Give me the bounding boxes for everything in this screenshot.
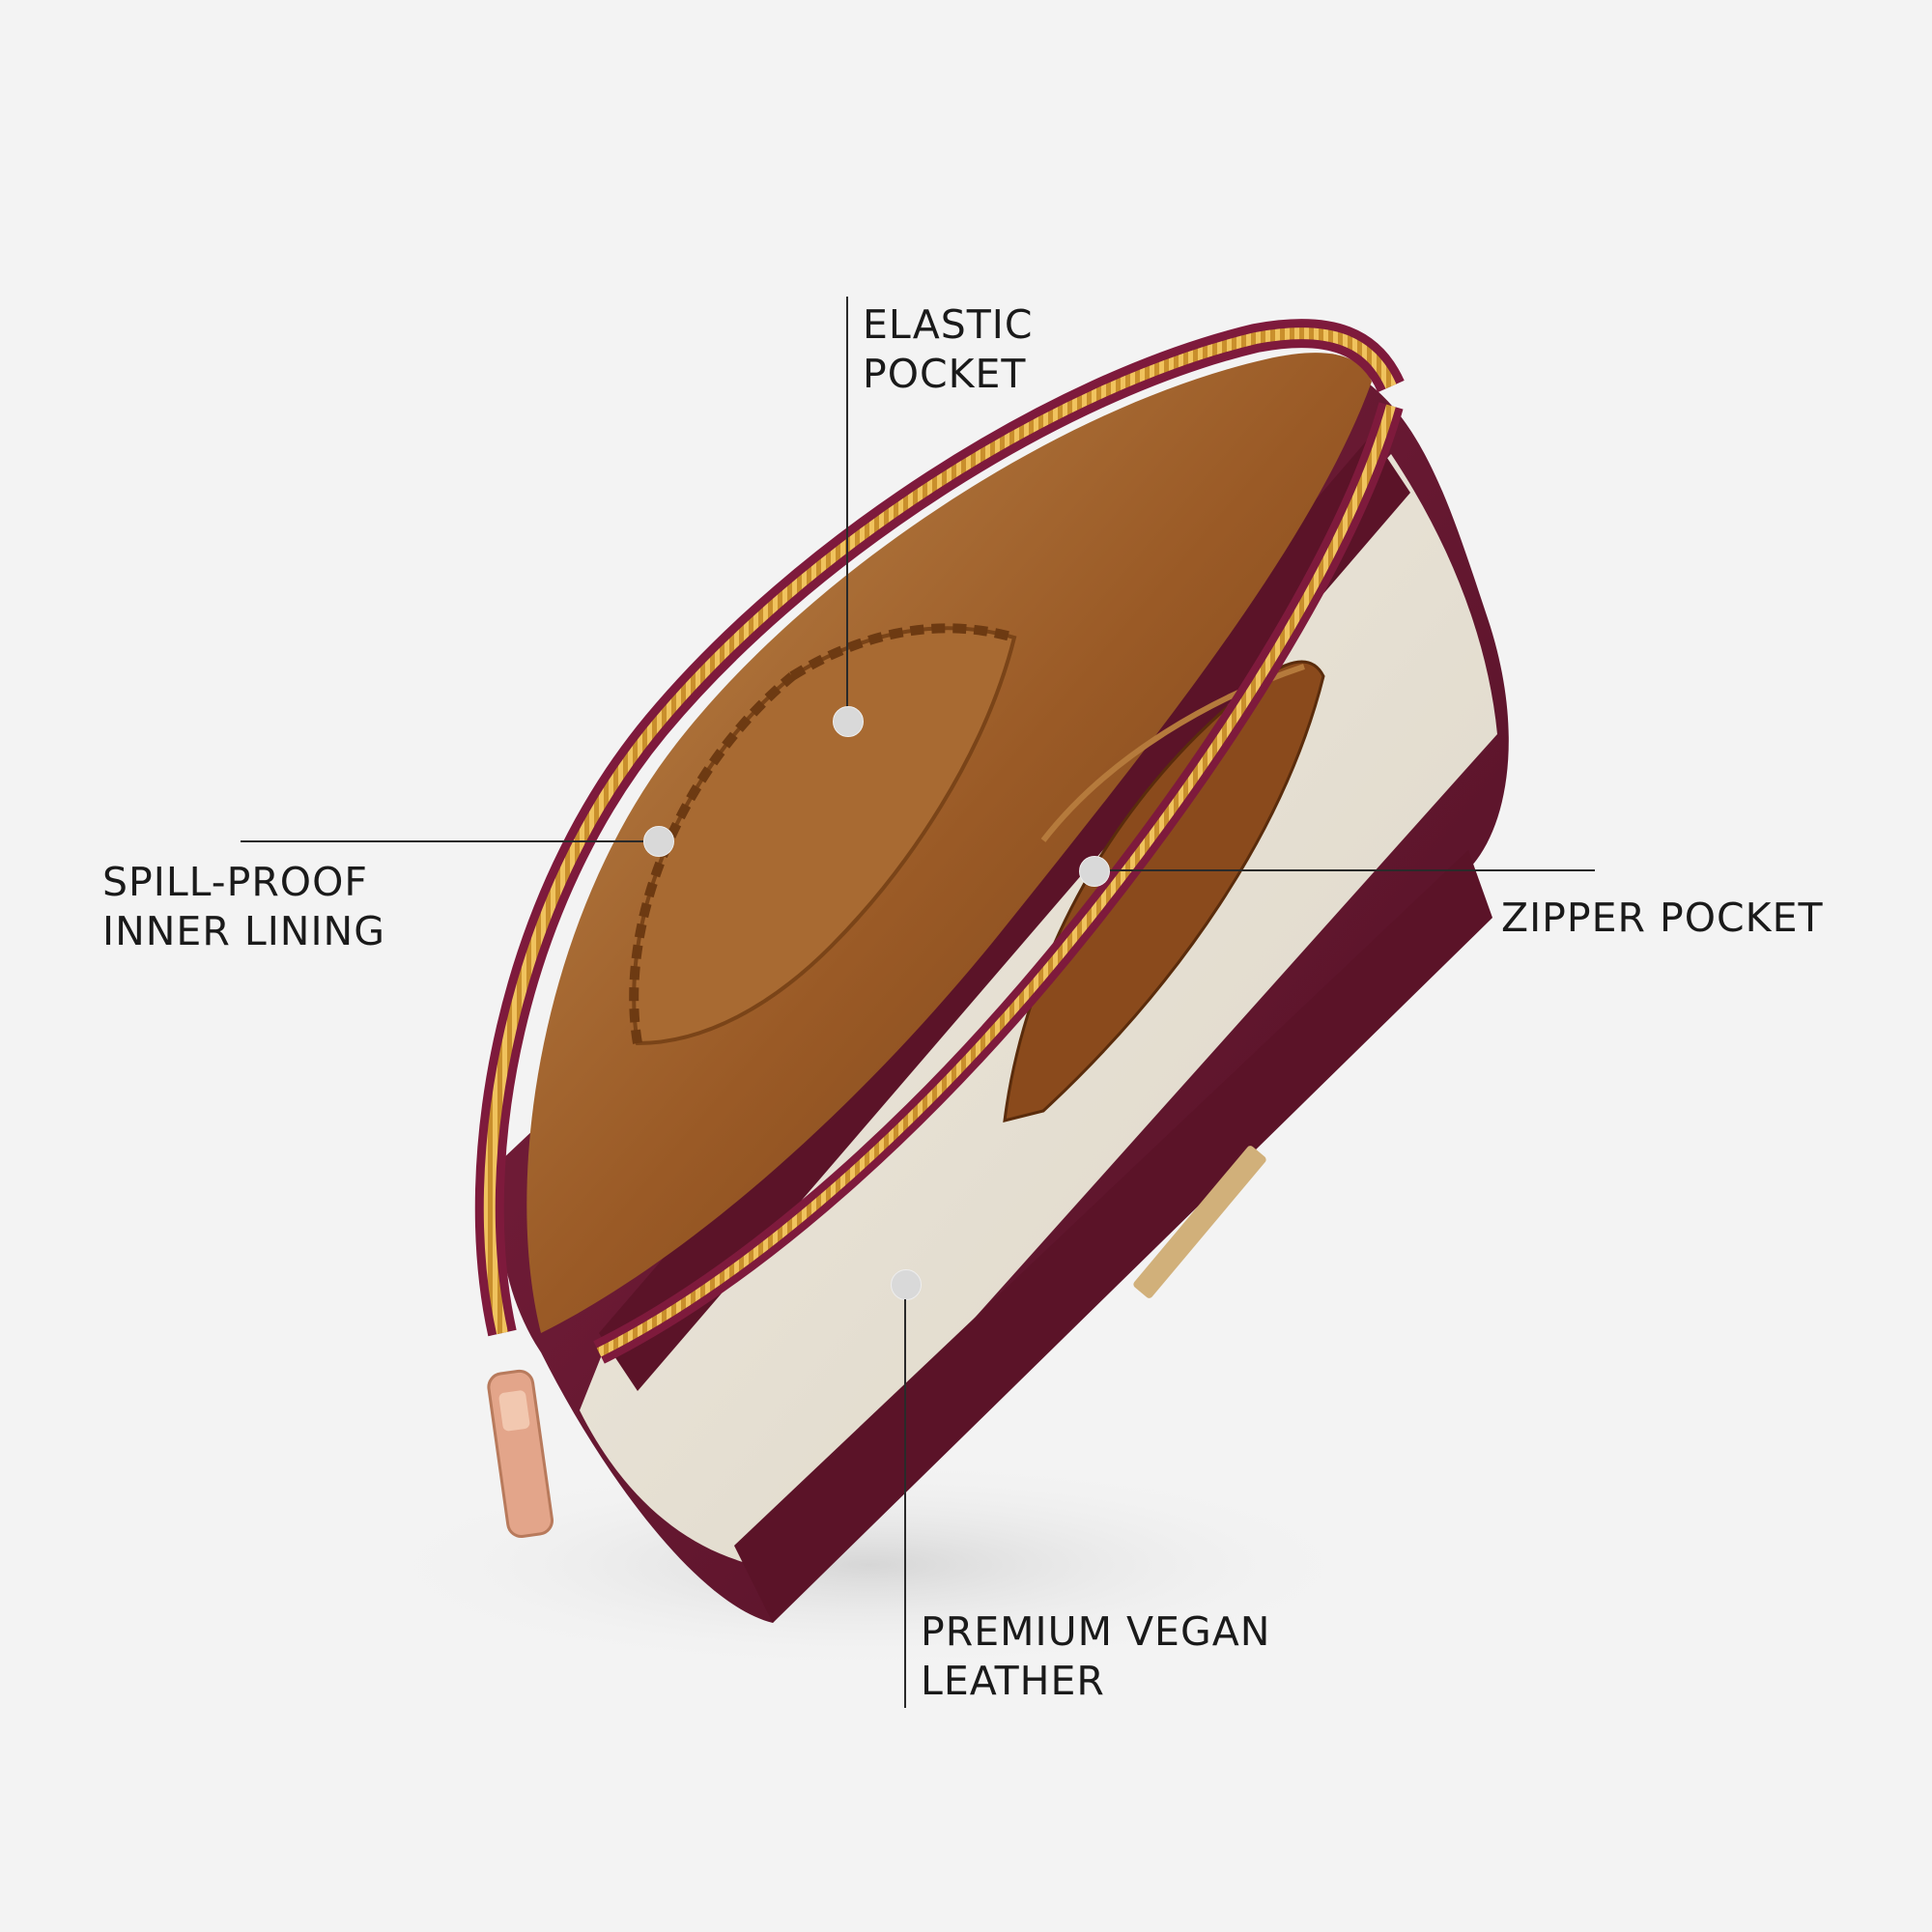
vegan-leather-leader-line [904,1299,906,1708]
vegan-leather-label: PREMIUM VEGAN LEATHER [921,1607,1270,1706]
zipper-pocket-label: ZIPPER POCKET [1501,894,1824,943]
spill-proof-hotspot[interactable] [643,826,674,857]
spill-proof-leader-line [241,840,646,842]
vegan-leather-line-1: PREMIUM VEGAN [921,1608,1271,1655]
zipper-pocket-hotspot[interactable] [1079,856,1110,887]
elastic-pocket-hotspot[interactable] [833,706,864,737]
elastic-pocket-line-2: POCKET [863,351,1027,397]
elastic-pocket-line-1: ELASTIC [863,301,1034,348]
vegan-leather-hotspot[interactable] [891,1269,922,1300]
elastic-pocket-leader-line [846,297,848,710]
spill-proof-line-1: SPILL-PROOF [102,859,368,905]
spill-proof-label: SPILL-PROOF INNER LINING [102,858,385,956]
spill-proof-line-2: INNER LINING [102,908,385,954]
zipper-pocket-leader-line [1107,869,1595,871]
zipper-pocket-line-1: ZIPPER POCKET [1501,895,1824,941]
elastic-pocket-label: ELASTIC POCKET [863,300,1034,399]
vegan-leather-line-2: LEATHER [921,1658,1105,1704]
